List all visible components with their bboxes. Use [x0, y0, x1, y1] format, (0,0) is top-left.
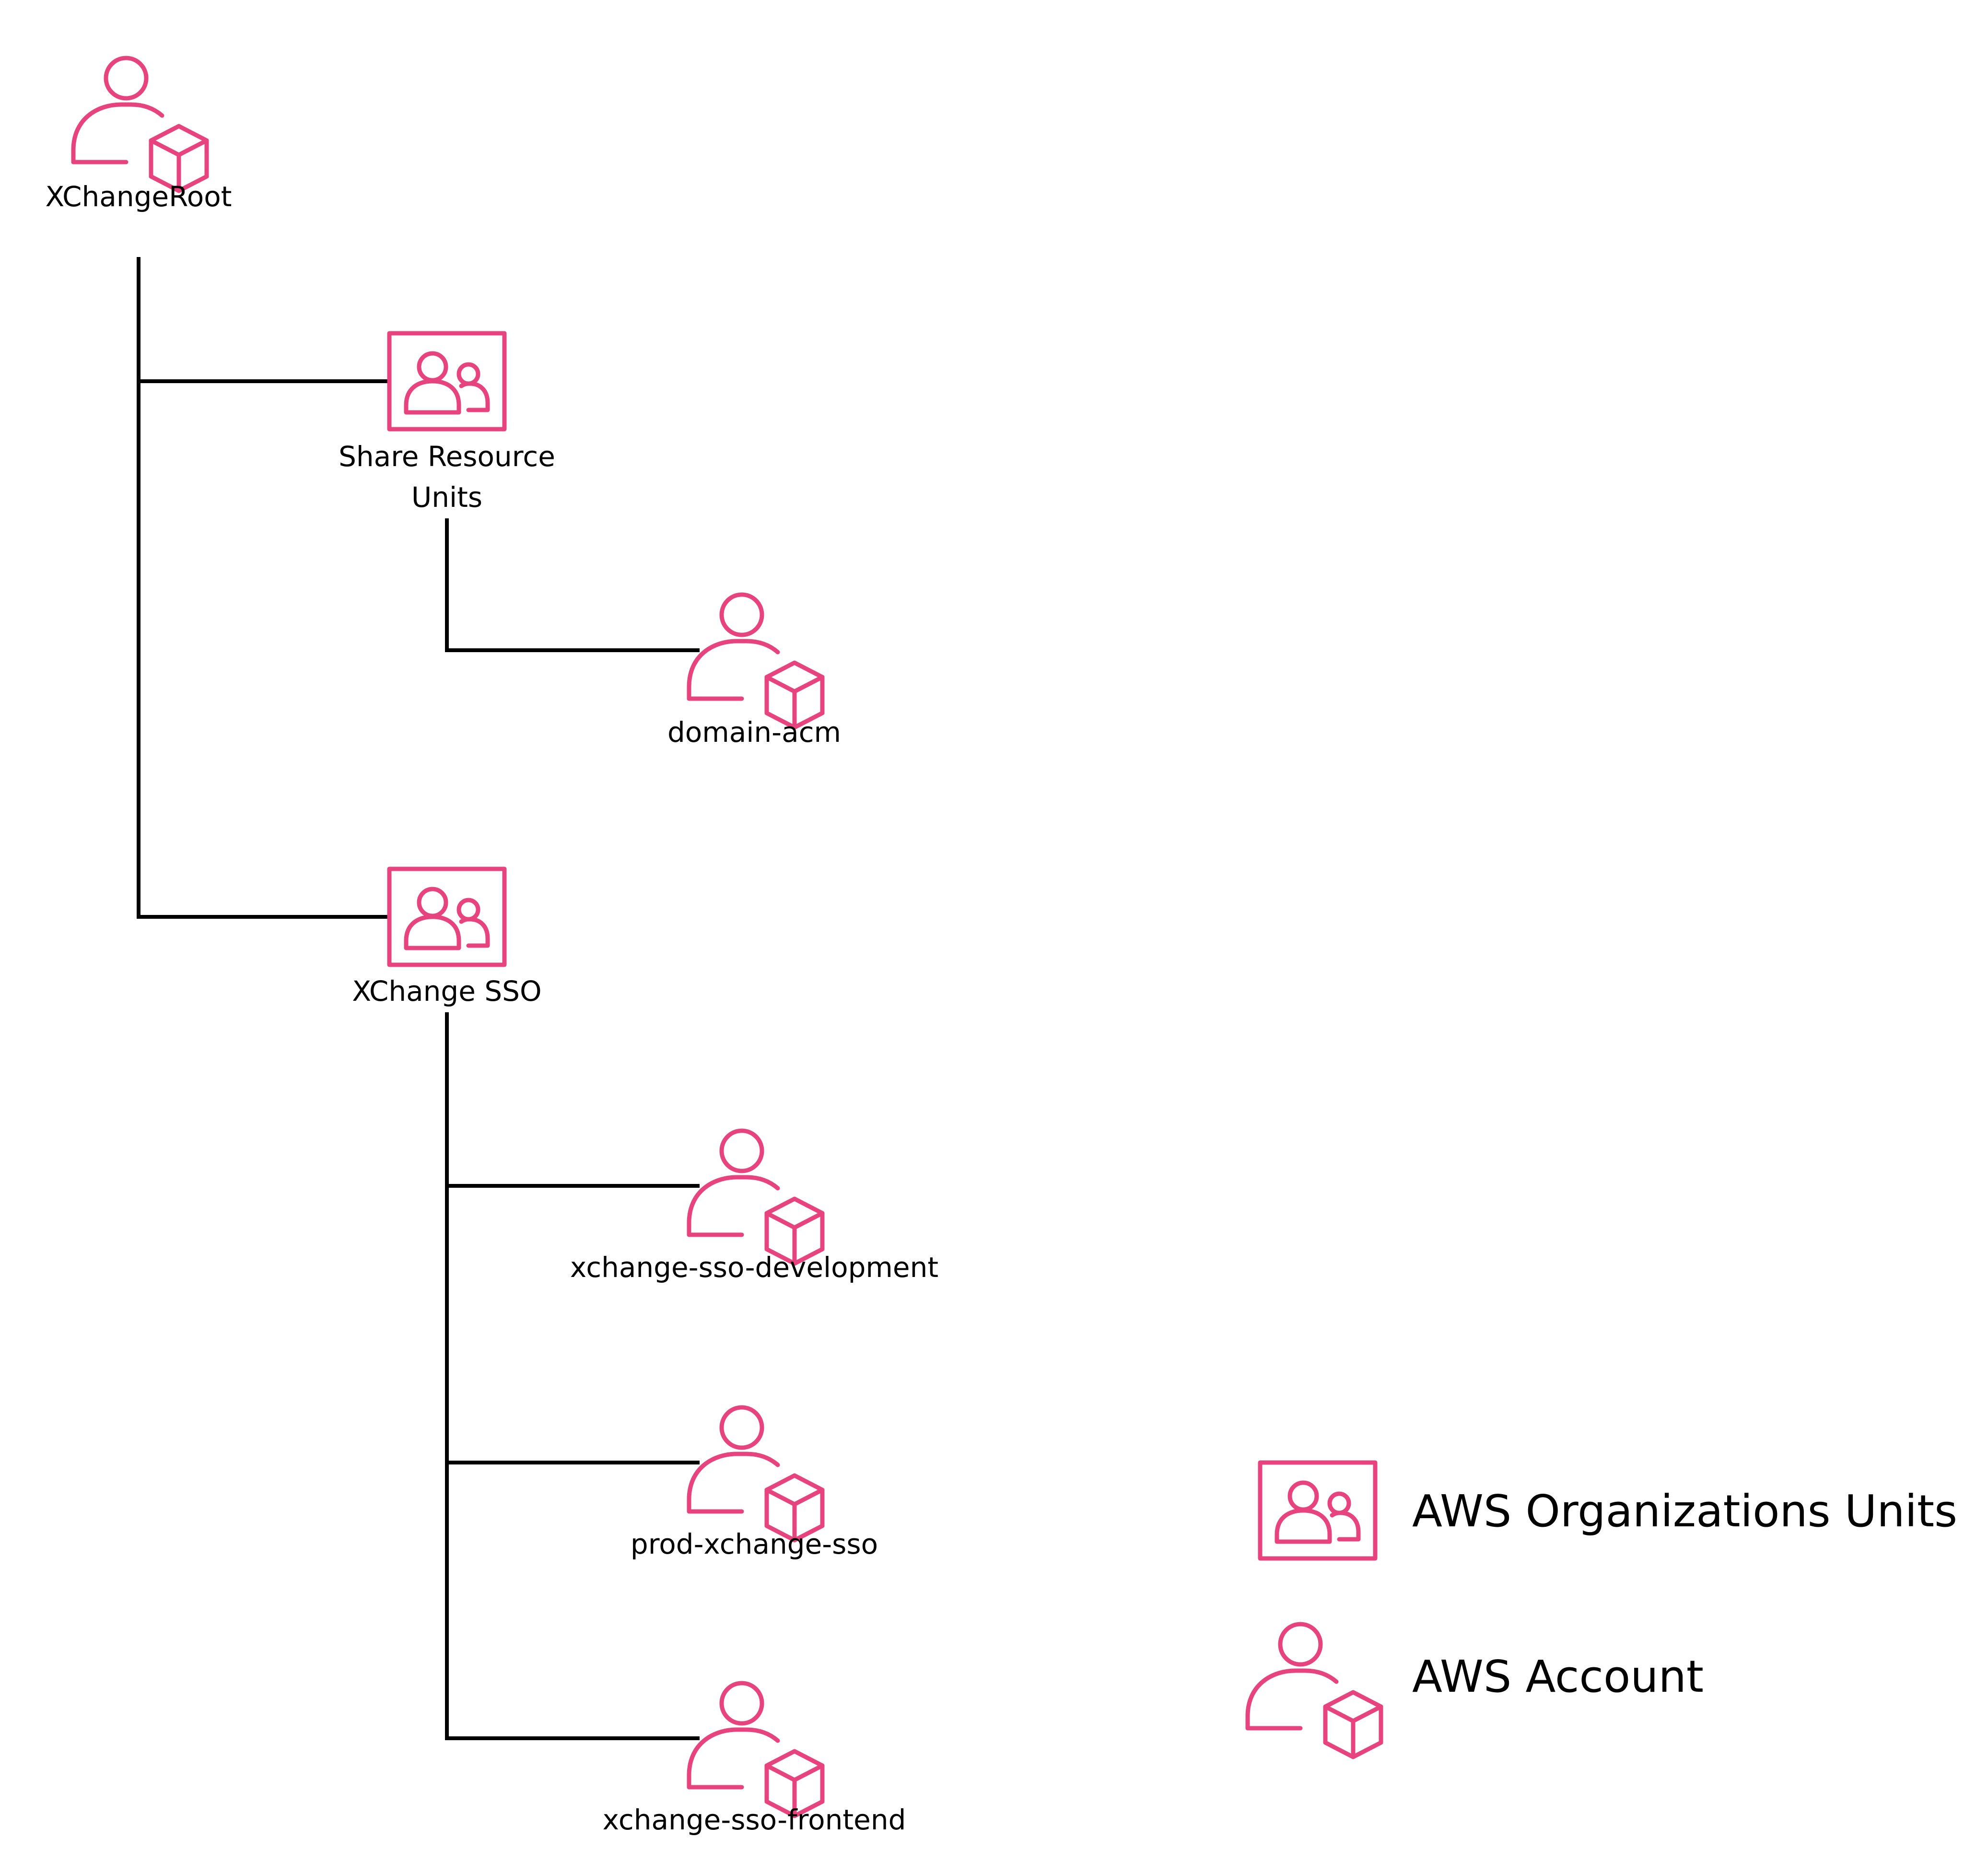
legend-item-org-unit: AWS Organizations Units — [1260, 1463, 1957, 1558]
node-xchange-sso-development: xchange-sso-development — [570, 1131, 938, 1284]
connectors — [137, 257, 700, 1740]
legend-item-account: AWS Account — [1248, 1624, 1704, 1757]
node-share-resource-units: Share Resource Units — [339, 333, 555, 514]
node-label: xchange-sso-development — [570, 1251, 938, 1284]
account-icon — [689, 1407, 822, 1540]
node-label-line1: Share Resource — [339, 440, 555, 473]
org-unit-icon — [1260, 1463, 1375, 1558]
legend: AWS Organizations Units AWS Account — [1248, 1463, 1957, 1757]
legend-label-org-unit: AWS Organizations Units — [1412, 1486, 1957, 1537]
node-label-line2: Units — [411, 481, 482, 514]
node-domain-acm: domain-acm — [667, 595, 841, 749]
node-xchange-sso-frontend: xchange-sso-frontend — [603, 1683, 906, 1836]
account-icon — [689, 595, 822, 727]
connector-share-resource-units-to-domain-acm — [445, 518, 700, 652]
account-icon — [1248, 1624, 1381, 1757]
account-icon — [689, 1131, 822, 1264]
node-prod-xchange-sso: prod-xchange-sso — [631, 1407, 878, 1560]
node-label: domain-acm — [667, 716, 841, 749]
node-xchange-root: XChangeRoot — [46, 58, 232, 213]
account-icon — [73, 58, 207, 191]
org-unit-icon — [389, 333, 504, 429]
node-xchange-sso: XChange SSO — [352, 869, 542, 1007]
node-label: XChangeRoot — [46, 180, 232, 213]
org-unit-icon — [389, 869, 504, 965]
account-icon — [689, 1683, 822, 1816]
legend-label-account: AWS Account — [1412, 1651, 1704, 1702]
node-label: XChange SSO — [352, 975, 541, 1007]
node-label: xchange-sso-frontend — [603, 1803, 906, 1836]
node-label: prod-xchange-sso — [631, 1528, 878, 1560]
